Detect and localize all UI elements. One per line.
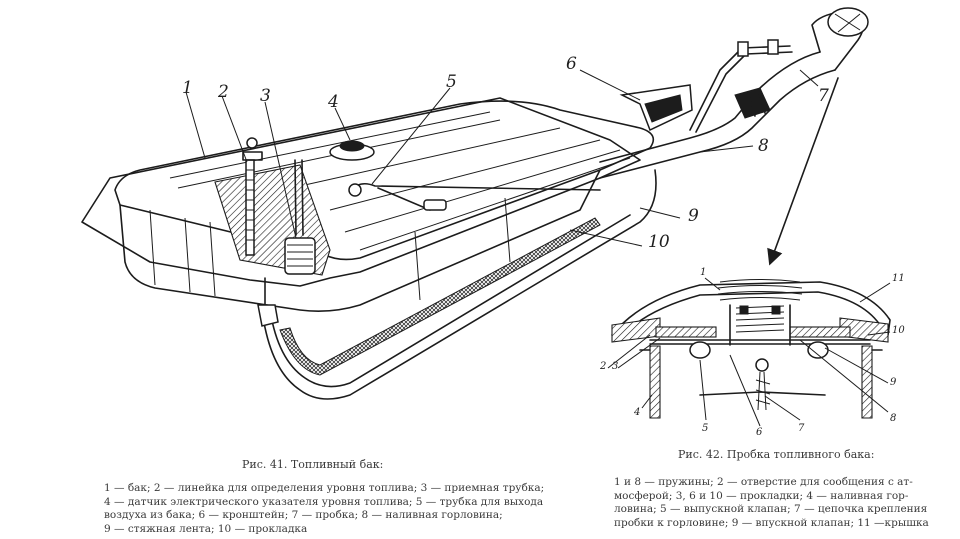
intake-tube <box>294 159 297 236</box>
vent-tube <box>351 182 601 191</box>
cap-label-7: 7 <box>798 423 805 434</box>
exhaust-valve <box>689 341 711 359</box>
intake-filter <box>284 237 316 275</box>
cap-label-6: 6 <box>756 427 763 438</box>
figure41-legend-line: 1 — бак; 2 — линейка для определения уро… <box>104 482 545 494</box>
cap-label-1: 1 <box>700 267 707 278</box>
detail-arrow <box>767 77 839 266</box>
cap-label-2: 2 <box>600 361 607 372</box>
figure42-legend: 1 и 8 — пружины; 2 — отверстие для сообщ… <box>614 476 929 530</box>
figure42-legend-line: 1 и 8 — пружины; 2 — отверстие для сообщ… <box>614 476 913 488</box>
cap-label-3: 3 <box>612 361 619 372</box>
figure41-caption: Рис. 41. Топливный бак: <box>242 458 384 471</box>
level-ruler <box>245 159 255 256</box>
label-10-gasket: 10 <box>648 232 670 252</box>
figure42-legend-line: пробки к горловине; 9 — впускной клапан;… <box>614 516 929 529</box>
tank-top <box>114 100 655 261</box>
cap-label-9: 9 <box>890 377 897 388</box>
cap-label-10: 10 <box>892 325 905 336</box>
cap-label-8: 8 <box>890 413 897 424</box>
cap-spring <box>717 279 803 301</box>
figure41-legend-line: воздуха из бака; 6 — кронштейн; 7 — проб… <box>104 509 503 521</box>
label-6-bracket: 6 <box>566 54 577 74</box>
label-4-sensor: 4 <box>328 92 339 112</box>
figure42-legend-line: мосферой; 3, 6 и 10 — прокладки; 4 — нал… <box>614 489 909 502</box>
strap-outer <box>261 169 657 400</box>
filler-neck-wall <box>649 345 661 419</box>
tank-front <box>119 169 601 312</box>
tank-drawing <box>81 7 869 400</box>
figure42-caption: Рис. 42. Пробка топливного бака: <box>678 448 875 461</box>
cap-cover <box>611 281 891 336</box>
cap-section-drawing <box>607 277 891 427</box>
filler-neck <box>599 51 821 163</box>
label-9-strap: 9 <box>688 206 699 226</box>
label-3-intake-tube: 3 <box>260 86 271 106</box>
label-1-tank: 1 <box>182 78 193 98</box>
figure41-legend-line: 4 — датчик электрического указателя уров… <box>104 495 544 508</box>
label-2-ruler: 2 <box>218 82 229 102</box>
tank-flange <box>81 97 641 287</box>
label-8-filler-neck: 8 <box>758 136 769 156</box>
figure41-legend: 1 — бак; 2 — линейка для определения уро… <box>104 482 545 536</box>
figure41-legend-line: 9 — стяжная лента; 10 — прокладка <box>104 522 308 535</box>
label-5-vent-tube: 5 <box>446 72 457 92</box>
cap-label-11: 11 <box>892 273 905 284</box>
label-7-cap: 7 <box>818 86 829 106</box>
figure42-legend-line: ловина; 5 — выпускной клапан; 7 — цепочк… <box>614 503 928 515</box>
cap-label-4: 4 <box>634 407 641 418</box>
cap-label-5: 5 <box>702 423 709 434</box>
